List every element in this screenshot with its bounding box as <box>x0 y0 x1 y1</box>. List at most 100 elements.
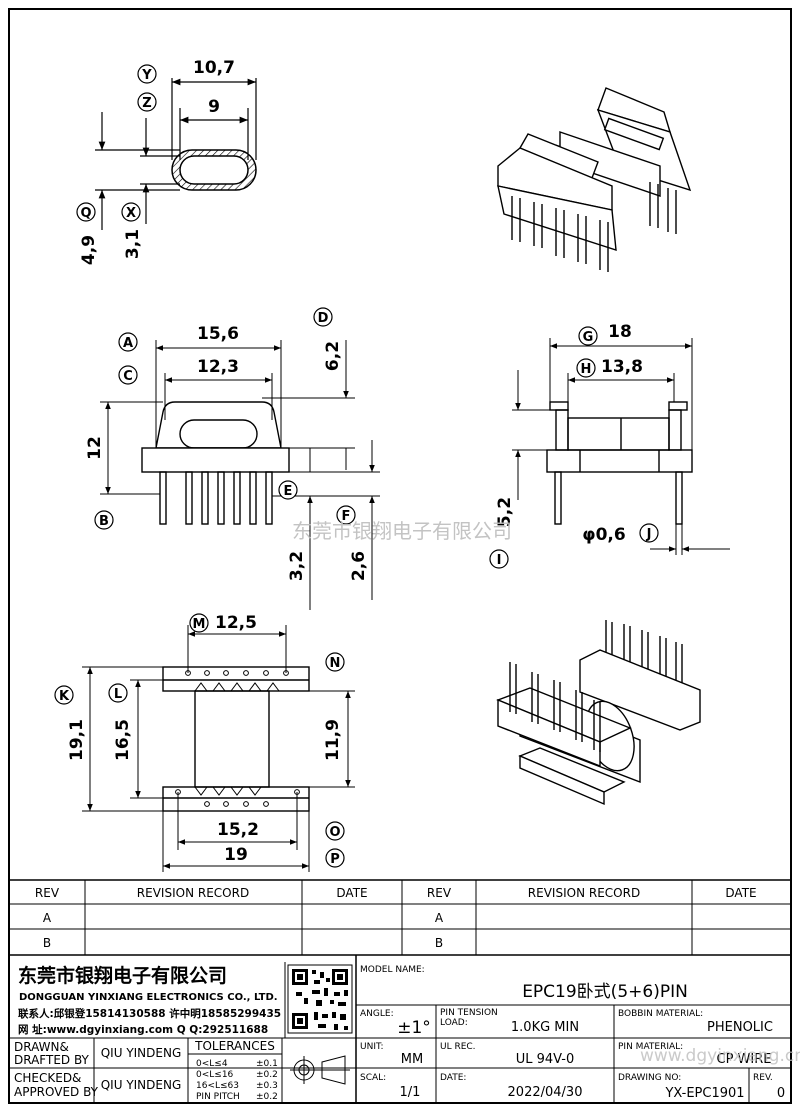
dim-top-v1: 4,9 <box>79 235 99 265</box>
callout-q: Q <box>76 202 96 222</box>
ul-value: UL 94V-0 <box>516 1052 575 1067</box>
drawing-no-value: YX-EPC1901 <box>664 1086 744 1101</box>
qr-code <box>287 964 353 1034</box>
rev-value: 0 <box>777 1086 785 1101</box>
projection-symbol <box>290 1055 350 1085</box>
tension-value: 1.0KG MIN <box>511 1020 579 1035</box>
callout-b: B <box>94 510 114 530</box>
dim-pin-dia: φ0,6 <box>582 525 625 545</box>
svg-text:A: A <box>123 336 133 351</box>
callout-labels: Y Z Q X A C B D E F G H I J M K L N O P <box>54 64 659 868</box>
svg-text:H: H <box>581 362 592 377</box>
title-block-grid <box>9 955 791 1103</box>
dim-side-h: 5,2 <box>495 497 515 527</box>
callout-n: N <box>325 652 345 672</box>
company-name-en: DONGGUAN YINXIANG ELECTRONICS CO., LTD. <box>19 992 278 1003</box>
tension-label-2: LOAD: <box>440 1018 468 1028</box>
rev-row-b-1: B <box>43 936 51 950</box>
watermark-corner: www.dgyinxiang.cn <box>640 1046 800 1066</box>
drawn-label-1: DRAWN& <box>14 1040 69 1054</box>
svg-text:C: C <box>123 369 133 384</box>
rev-header-2: REV <box>427 886 452 900</box>
bottom-view-dims <box>82 625 355 872</box>
dim-bottom-pitch2: 15,2 <box>217 820 259 840</box>
tol-value-4: ±0.2 <box>256 1092 278 1102</box>
callout-m: M <box>189 613 209 633</box>
revision-table-text: REV REVISION RECORD DATE REV REVISION RE… <box>35 886 757 950</box>
dim-front-top: 6,2 <box>323 341 343 371</box>
svg-text:G: G <box>583 330 594 345</box>
callout-d: D <box>313 307 333 327</box>
scale-value: 1/1 <box>400 1085 421 1100</box>
svg-text:P: P <box>330 852 340 867</box>
svg-text:L: L <box>114 687 122 702</box>
date-label: DATE: <box>440 1073 466 1083</box>
date-header-1: DATE <box>336 886 367 900</box>
side-view-dims <box>512 338 730 555</box>
callout-i: I <box>489 549 509 569</box>
callout-a: A <box>118 332 138 352</box>
tol-value-3: ±0.3 <box>256 1081 278 1091</box>
isometric-view-bottom <box>496 620 701 806</box>
dim-front-inner: 12,3 <box>197 357 239 377</box>
svg-text:O: O <box>329 825 340 840</box>
callout-p: P <box>325 848 345 868</box>
dim-front-pin2: 2,6 <box>349 551 369 581</box>
side-view <box>546 401 693 525</box>
svg-text:K: K <box>59 689 70 704</box>
callout-e: E <box>278 480 298 500</box>
svg-text:Z: Z <box>142 96 151 111</box>
checked-label-2: APPROVED BY <box>14 1085 99 1099</box>
tol-value-1: ±0.1 <box>256 1059 278 1069</box>
rev-label: REV. <box>753 1073 773 1083</box>
tolerance-rows: 0<L≤4 ±0.1 0<L≤16 ±0.2 16<L≤63 ±0.3 PIN … <box>196 1059 278 1102</box>
dim-side-inner: 13,8 <box>601 357 643 377</box>
front-view-dims <box>100 340 380 610</box>
front-view <box>141 401 290 525</box>
unit-value: MM <box>401 1052 423 1067</box>
watermark-center: 东莞市银翔电子有限公司 <box>292 519 512 543</box>
svg-text:N: N <box>330 656 341 671</box>
dim-top-inner: 9 <box>208 97 220 117</box>
rev-row-a-1: A <box>43 911 52 925</box>
record-header-2: REVISION RECORD <box>528 886 640 900</box>
company-name-cn: 东莞市银翔电子有限公司 <box>18 964 227 987</box>
callout-z: Z <box>137 92 157 112</box>
svg-text:B: B <box>99 514 109 529</box>
tol-range-2: 0<L≤16 <box>196 1070 234 1080</box>
dim-top-v2: 3,1 <box>123 229 143 259</box>
callout-l: L <box>108 683 128 703</box>
callout-g: G <box>578 326 598 346</box>
svg-text:X: X <box>126 206 136 221</box>
material-value: PHENOLIC <box>707 1020 773 1035</box>
callout-f: F <box>336 505 356 525</box>
pin-section-view <box>95 78 257 230</box>
drawing-no-label: DRAWING NO: <box>618 1073 681 1083</box>
date-header-2: DATE <box>725 886 756 900</box>
callout-c: C <box>118 365 138 385</box>
dim-bottom-inner: 16,5 <box>113 719 133 761</box>
model-label: MODEL NAME: <box>360 965 425 975</box>
dim-bottom-total: 19,1 <box>67 719 87 761</box>
tol-range-3: 16<L≤63 <box>196 1081 239 1091</box>
company-contact-1: 联系人:邱银登15814130588 许中明18585299435 <box>18 1007 281 1020</box>
tolerances-title: TOLERANCES <box>194 1039 275 1053</box>
rev-row-b-2: B <box>435 936 443 950</box>
tension-label-1: PIN TENSION <box>440 1008 498 1018</box>
drawn-label-2: DRAFTED BY <box>14 1053 90 1067</box>
rev-header-1: REV <box>35 886 60 900</box>
checked-value: QIU YINDENG <box>101 1078 182 1092</box>
svg-text:D: D <box>318 311 329 326</box>
ul-label: UL REC. <box>440 1042 476 1052</box>
model-value: EPC19卧式(5+6)PIN <box>522 982 688 1002</box>
dim-front-pin: 3,2 <box>287 551 307 581</box>
pin-material-value: CP WIRE <box>717 1052 772 1067</box>
dim-front-w: 15,6 <box>197 324 239 344</box>
dim-bottom-right: 11,9 <box>323 719 343 761</box>
company-contact-2: 网 址:www.dgyinxiang.com Q Q:292511688 <box>18 1023 268 1036</box>
sheet-border <box>8 8 792 1104</box>
pin-material-label: PIN MATERIAL: <box>618 1042 683 1052</box>
angle-label: ANGLE: <box>360 1009 394 1019</box>
svg-text:E: E <box>284 484 293 499</box>
